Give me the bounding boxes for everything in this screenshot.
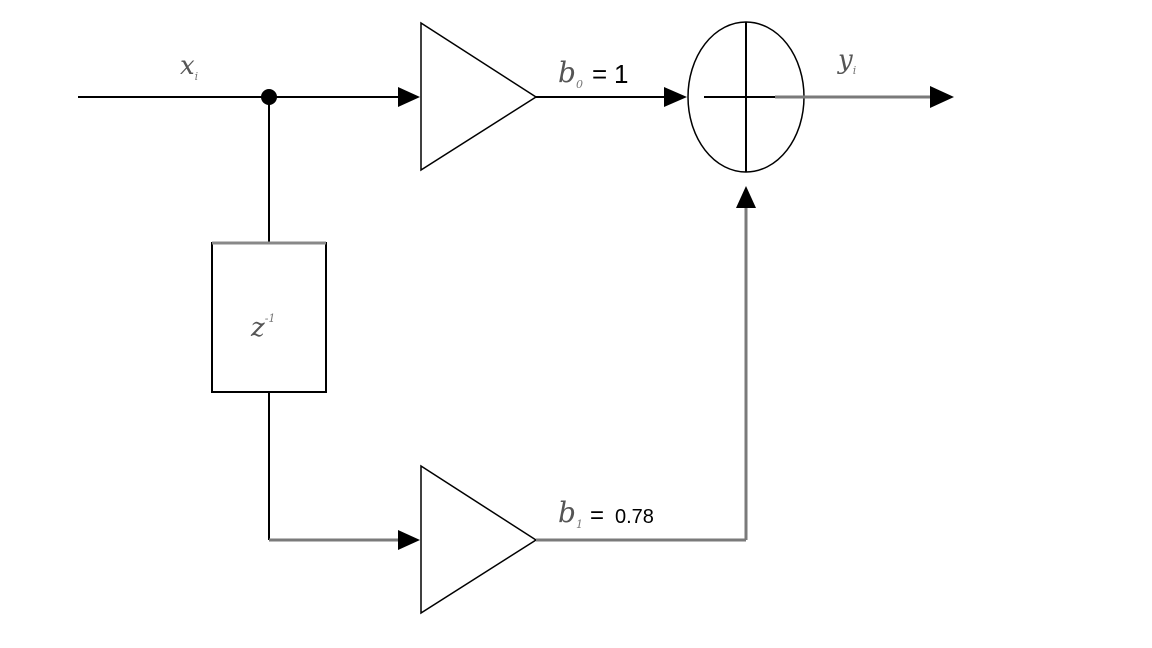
svg-text:=: = (590, 502, 604, 529)
svg-text:b0: b0 (558, 56, 583, 91)
input-arrowhead (398, 87, 420, 107)
summer-input-arrowhead-bottom (736, 186, 756, 208)
bottom-gain-input-arrowhead (398, 530, 420, 550)
gain-label-top: b0 = 1 (558, 56, 628, 91)
output-arrowhead (930, 86, 954, 108)
delay-block (211, 242, 327, 393)
delay-label: z-1 (250, 312, 275, 343)
gain-amplifier-top (420, 21, 538, 172)
svg-text:0.78: 0.78 (615, 506, 654, 528)
input-label: xi (180, 51, 198, 83)
svg-text:b1: b1 (558, 496, 583, 531)
svg-text:=: = (592, 59, 607, 89)
gain-amplifier-bottom (420, 464, 538, 615)
summer-input-arrowhead-top (664, 87, 687, 107)
gain-label-bottom: b1 = 0.78 (558, 496, 654, 531)
svg-text:1: 1 (614, 59, 628, 89)
output-label: yi (837, 45, 856, 77)
